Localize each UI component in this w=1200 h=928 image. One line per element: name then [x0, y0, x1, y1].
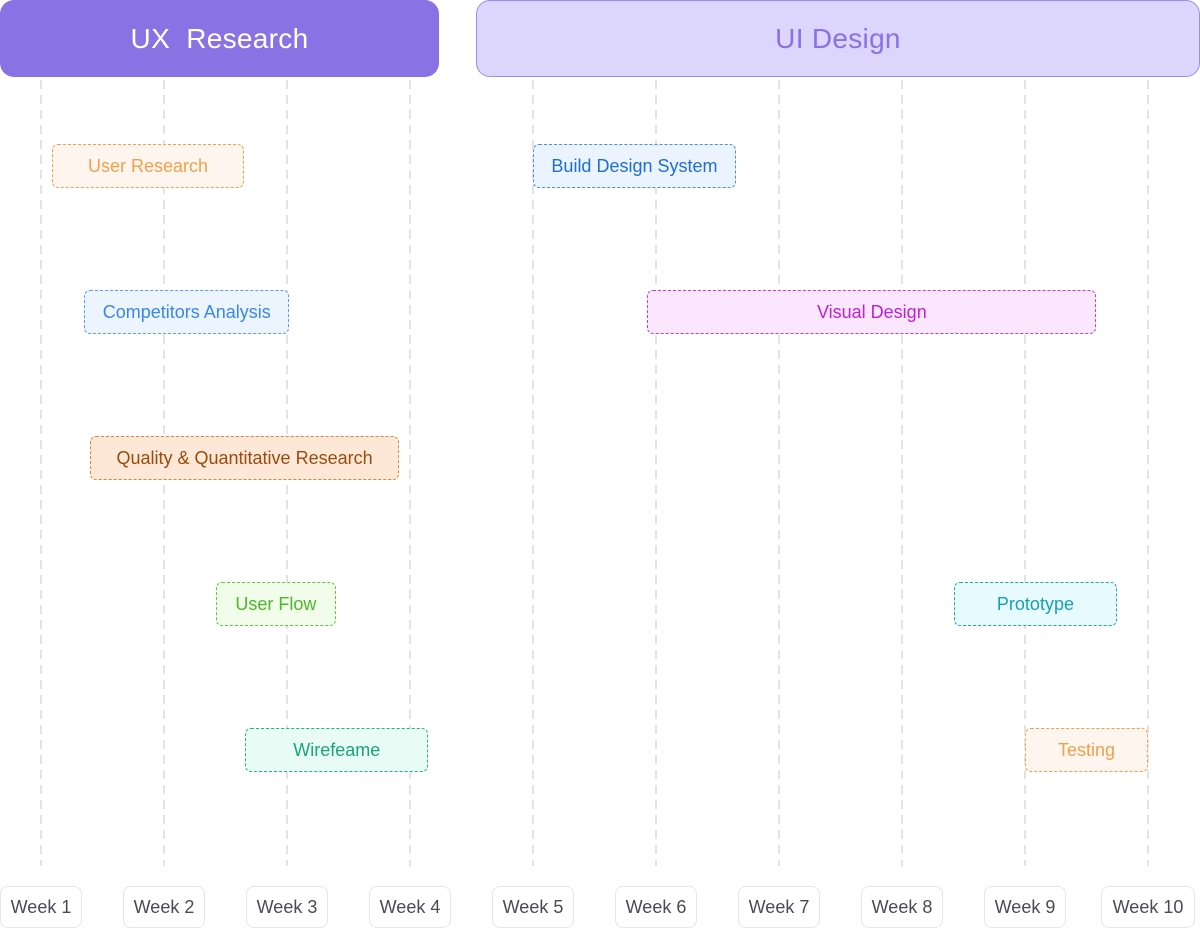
task-user-flow: User Flow [215, 582, 337, 626]
task-user-research: User Research [52, 144, 244, 188]
task-visual-design: Visual Design [647, 290, 1097, 334]
phase-ui-design-label: UI Design [775, 22, 901, 54]
phase-ui-design: UI Design [476, 0, 1200, 77]
week-label-10: Week 10 [1101, 886, 1195, 928]
week-label-9: Week 9 [984, 886, 1066, 928]
task-prototype: Prototype [953, 582, 1118, 626]
week-label-5: Week 5 [492, 886, 574, 928]
task-competitors-analysis: Competitors Analysis [84, 290, 290, 334]
week-label-6: Week 6 [615, 886, 697, 928]
week-label-2: Week 2 [123, 886, 205, 928]
task-quality-quantitative-research: Quality & Quantitative Research [90, 436, 399, 480]
phase-ux-research: UX Research [0, 0, 439, 77]
task-testing: Testing [1025, 728, 1148, 772]
week-label-1: Week 1 [0, 886, 82, 928]
week-label-4: Week 4 [369, 886, 451, 928]
phase-ux-research-label: UX Research [130, 22, 309, 54]
task-wirefeame: Wirefeame [245, 728, 429, 772]
week-label-3: Week 3 [246, 886, 328, 928]
week-label-8: Week 8 [861, 886, 943, 928]
task-build-design-system: Build Design System [533, 144, 736, 188]
week-label-7: Week 7 [738, 886, 820, 928]
